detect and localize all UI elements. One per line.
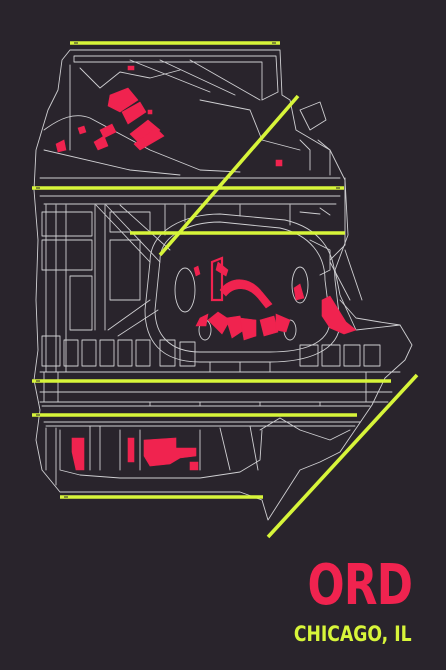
runways <box>32 41 419 539</box>
terminal-buildings <box>55 65 357 471</box>
runway-end-marks <box>36 42 340 498</box>
runway <box>266 373 419 539</box>
runway <box>158 94 300 257</box>
airport-code: ORD <box>307 553 412 618</box>
city-name: CHICAGO, IL <box>294 622 412 646</box>
